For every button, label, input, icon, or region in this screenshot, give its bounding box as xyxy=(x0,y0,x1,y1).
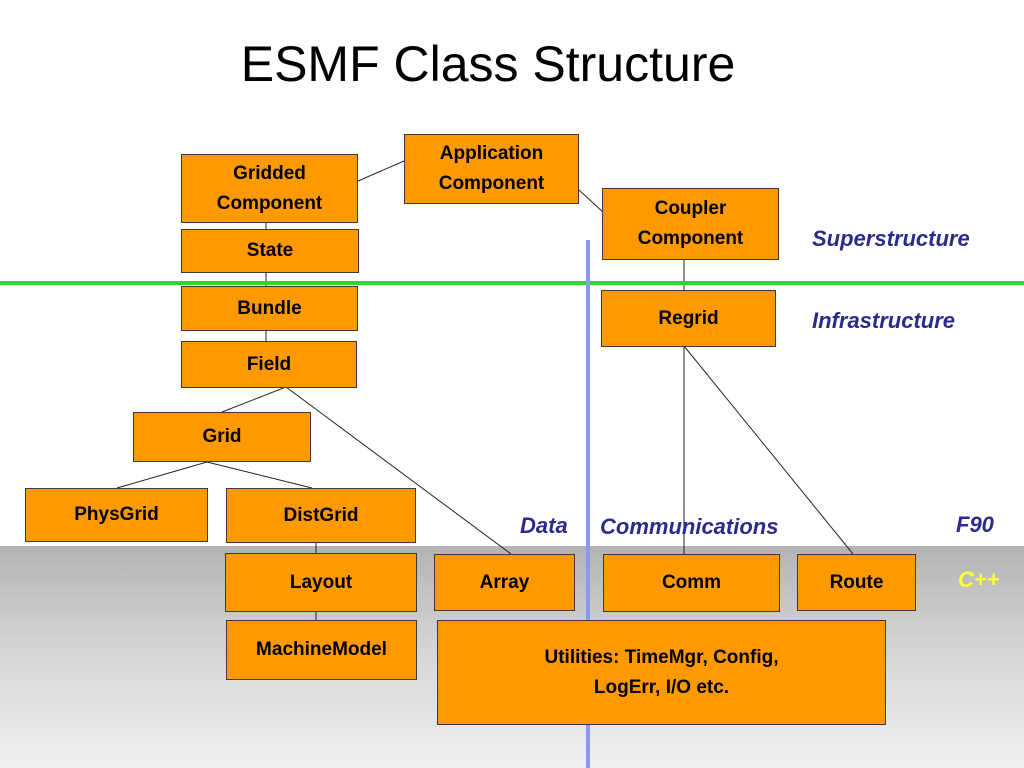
f90-label: F90 xyxy=(956,512,994,537)
field-box: Field xyxy=(181,341,357,388)
distgrid-box: DistGrid xyxy=(226,488,416,543)
connector-application-coupler xyxy=(578,189,605,214)
connector-field-array xyxy=(285,386,512,555)
data-label: Data xyxy=(520,513,568,538)
utilities-box: Utilities: TimeMgr, Config, LogErr, I/O … xyxy=(437,620,886,725)
array-box: Array xyxy=(434,554,575,611)
layout-box: Layout xyxy=(225,553,417,612)
grid-box: Grid xyxy=(133,412,311,462)
bundle-box: Bundle xyxy=(181,286,358,331)
state-box: State xyxy=(181,229,359,273)
coupler-component-box: Coupler Component xyxy=(602,188,779,260)
connector-gridded-application xyxy=(357,160,405,182)
connector-regrid-route xyxy=(683,345,854,555)
communications-label: Communications xyxy=(600,514,779,539)
regrid-box: Regrid xyxy=(601,290,776,347)
connector-grid-physgrid xyxy=(116,461,208,489)
route-box: Route xyxy=(797,554,916,611)
physgrid-box: PhysGrid xyxy=(25,488,208,542)
superstructure-label: Superstructure xyxy=(812,226,970,251)
infrastructure-label: Infrastructure xyxy=(812,308,956,333)
cpp-label: C++ xyxy=(958,567,1000,592)
gridded-component-box: Gridded Component xyxy=(181,154,358,223)
slide-title: ESMF Class Structure xyxy=(240,36,736,92)
connector-grid-distgrid xyxy=(206,461,313,489)
connector-field-grid xyxy=(221,386,287,413)
machinemodel-box: MachineModel xyxy=(226,620,417,680)
comm-box: Comm xyxy=(603,554,780,612)
application-component-box: Application Component xyxy=(404,134,579,204)
